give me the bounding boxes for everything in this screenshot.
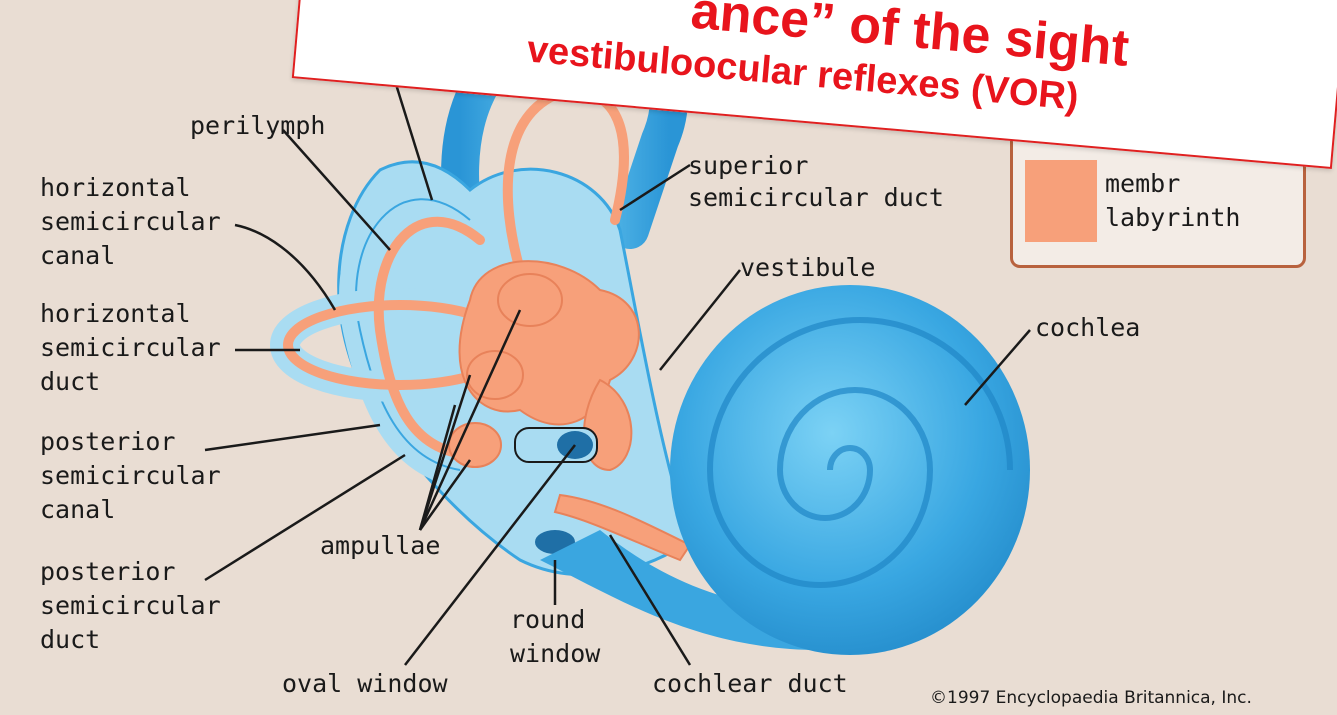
label-vestibule: vestibule bbox=[740, 252, 875, 284]
label-horizontal-canal-2: semicircular bbox=[40, 206, 221, 238]
label-horizontal-canal-1: horizontal bbox=[40, 172, 191, 204]
label-posterior-duct-1: posterior bbox=[40, 556, 175, 588]
label-round-window-1: round bbox=[510, 604, 585, 636]
ampulla-3 bbox=[449, 423, 501, 467]
label-superior-duct-2: semicircular duct bbox=[688, 182, 944, 214]
legend-label-2: labyrinth bbox=[1105, 202, 1240, 234]
label-horizontal-canal-3: canal bbox=[40, 240, 115, 272]
copyright-credit: ©1997 Encyclopaedia Britannica, Inc. bbox=[930, 688, 1252, 708]
label-cochlear-duct: cochlear duct bbox=[652, 668, 848, 700]
label-posterior-duct-2: semicircular bbox=[40, 590, 221, 622]
label-superior-duct-1: superior bbox=[688, 150, 808, 182]
label-cochlea: cochlea bbox=[1035, 312, 1140, 344]
legend-swatch-membranous bbox=[1025, 160, 1097, 242]
cochlea-shape bbox=[670, 285, 1030, 655]
label-horizontal-duct-1: horizontal bbox=[40, 298, 191, 330]
legend-label-1: membr bbox=[1105, 168, 1180, 200]
label-ampullae: ampullae bbox=[320, 530, 440, 562]
label-posterior-duct-3: duct bbox=[40, 624, 100, 656]
label-oval-window: oval window bbox=[282, 668, 448, 700]
label-round-window-2: window bbox=[510, 638, 600, 670]
label-posterior-canal-2: semicircular bbox=[40, 460, 221, 492]
label-horizontal-duct-3: duct bbox=[40, 366, 100, 398]
label-posterior-canal-3: canal bbox=[40, 494, 115, 526]
label-posterior-canal-1: posterior bbox=[40, 426, 175, 458]
ampulla-2 bbox=[467, 351, 523, 399]
label-perilymph: perilymph bbox=[190, 110, 325, 142]
label-horizontal-duct-2: semicircular bbox=[40, 332, 221, 364]
ampulla-1 bbox=[498, 274, 562, 326]
